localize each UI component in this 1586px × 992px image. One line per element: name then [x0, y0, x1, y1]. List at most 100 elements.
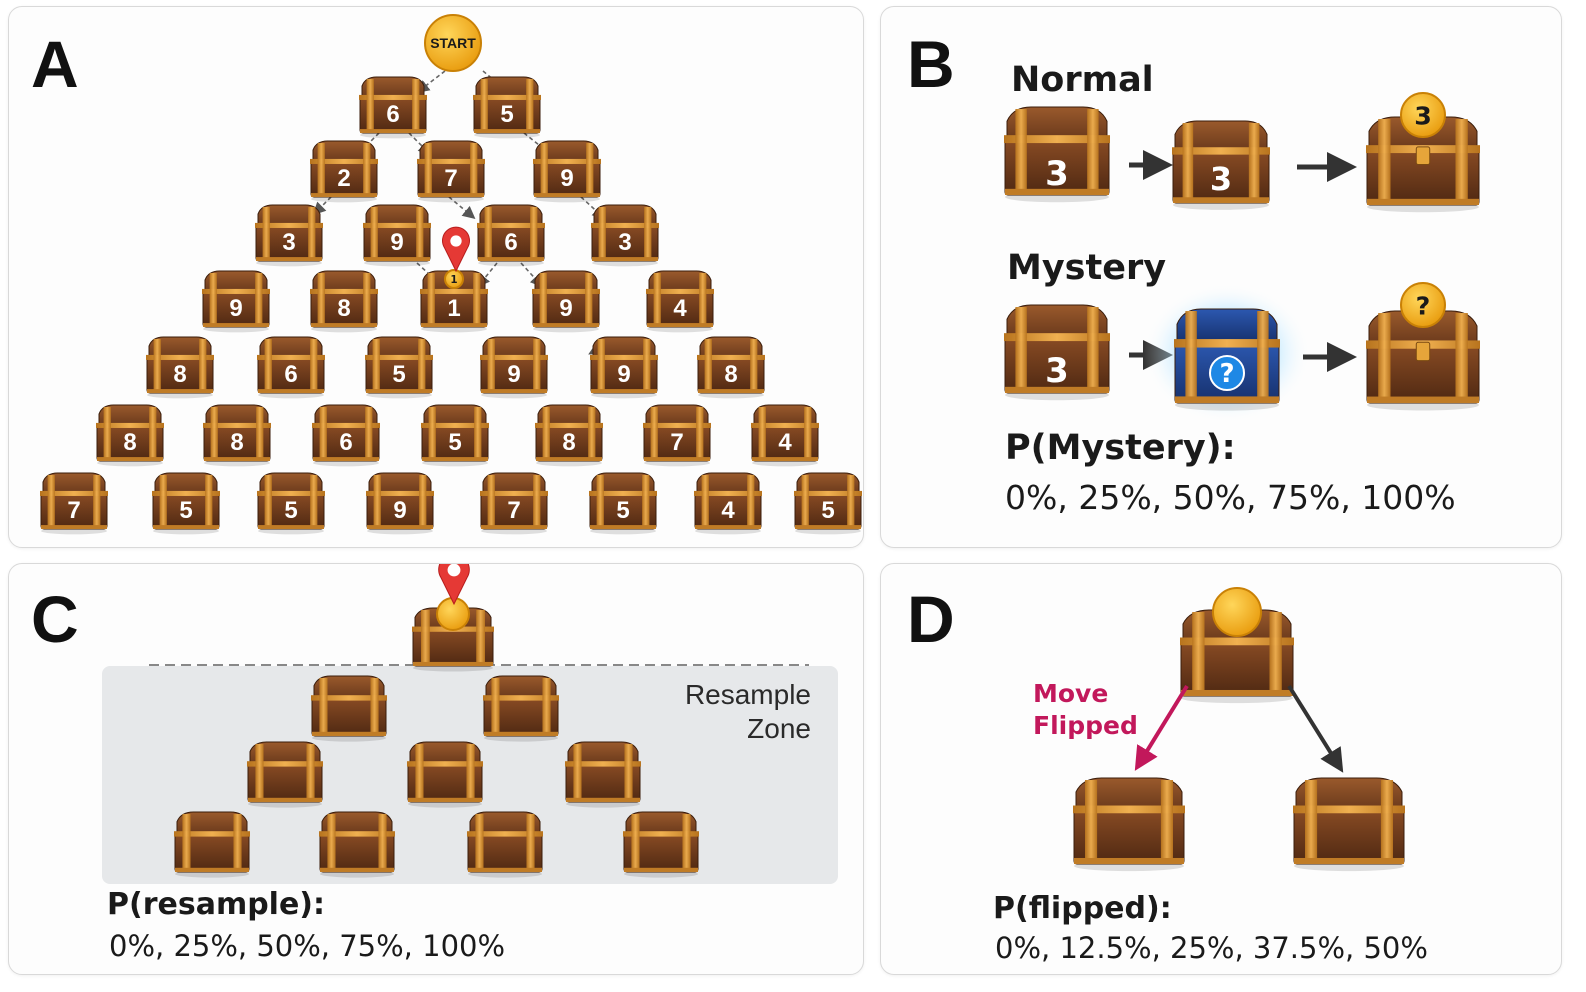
- normal-chest-value: 3: [1210, 160, 1232, 198]
- mystery-start-value: 3: [1045, 351, 1069, 391]
- resample-zone-line2: Zone: [747, 713, 811, 744]
- mystery-heading: Mystery: [1007, 248, 1167, 288]
- panel-label-d: D: [907, 582, 955, 656]
- treasure-chest-icon: [623, 811, 699, 878]
- p-mystery-label: P(Mystery):: [1005, 428, 1236, 468]
- treasure-chest: 3: [591, 204, 659, 267]
- right-child-chest-icon: [1293, 777, 1405, 872]
- chest-value: 9: [559, 295, 572, 322]
- mystery-symbol: ?: [1219, 359, 1234, 389]
- treasure-chest: 5: [365, 336, 433, 399]
- treasure-chest: 2: [310, 140, 378, 203]
- treasure-chest-icon: [565, 741, 641, 808]
- chest-value: 9: [390, 229, 403, 256]
- treasure-chest: 9: [532, 270, 600, 333]
- chest-value: 5: [392, 361, 405, 388]
- p-flipped-values: 0%, 12.5%, 25%, 37.5%, 50%: [995, 931, 1428, 965]
- chest-value: 6: [504, 229, 517, 256]
- treasure-chest: 5: [257, 472, 325, 535]
- current-position-pin-icon: [438, 564, 470, 606]
- chest-value: 8: [562, 429, 575, 456]
- treasure-chest: 6: [477, 204, 545, 267]
- treasure-chest: 5: [794, 472, 862, 535]
- flipped-move-arrow: [1134, 684, 1189, 771]
- treasure-chest: 5: [589, 472, 657, 535]
- chest-value: 5: [616, 497, 629, 524]
- treasure-chest: 4: [646, 270, 714, 333]
- chest-value: 4: [778, 429, 792, 456]
- panel-label-c: C: [31, 582, 79, 656]
- normal-heading: Normal: [1011, 60, 1154, 100]
- chest-transition-diagram: 3 3 3 3??: [1004, 92, 1480, 423]
- chest-value: 8: [337, 295, 350, 322]
- treasure-chest: 4: [694, 472, 762, 535]
- treasure-chest-icon: [319, 811, 395, 878]
- chest-value: 3: [618, 229, 631, 256]
- treasure-chest: 6: [312, 404, 380, 467]
- treasure-chest: 9: [366, 472, 434, 535]
- p-resample-values: 0%, 25%, 50%, 75%, 100%: [109, 929, 506, 963]
- opened-chest-icon: [1366, 310, 1480, 411]
- reward-coin-icon: 3: [1400, 92, 1446, 138]
- chest-value: 9: [560, 165, 573, 192]
- treasure-chest: 8: [146, 336, 214, 399]
- coin-label: 1: [450, 274, 457, 286]
- chest-value: 5: [179, 497, 192, 524]
- chest-value: 1: [447, 295, 460, 322]
- chest-value: 5: [821, 497, 834, 524]
- treasure-chest: 8: [535, 404, 603, 467]
- treasure-chest: 9: [590, 336, 658, 399]
- treasure-chest: 5: [421, 404, 489, 467]
- chest-value: 6: [339, 429, 352, 456]
- chest-value: 7: [507, 497, 520, 524]
- normal-chest-value: 3: [1045, 154, 1069, 194]
- move-flipped-label: Move Flipped: [1033, 678, 1138, 742]
- treasure-chest: 8: [96, 404, 164, 467]
- chest-value: 9: [507, 361, 520, 388]
- chest-value: 7: [670, 429, 683, 456]
- treasure-chest: 8: [697, 336, 765, 399]
- treasure-chest: 9: [363, 204, 431, 267]
- treasure-chest-icon: [247, 741, 323, 808]
- start-label: START: [430, 35, 476, 51]
- normal-chest-icon: 3: [1004, 304, 1110, 401]
- treasure-chest-icon: [174, 811, 250, 878]
- treasure-chest: 9: [480, 336, 548, 399]
- treasure-chest-icon: [483, 675, 559, 742]
- treasure-chest: 4: [751, 404, 819, 467]
- treasure-chest: 7: [40, 472, 108, 535]
- resample-zone-label: Resample Zone: [609, 678, 811, 746]
- chest-value: 9: [229, 295, 242, 322]
- position-coin-icon: 1: [444, 269, 464, 289]
- panel-c: C Resample Zone P(resample): 0%, 25%, 50…: [8, 563, 864, 975]
- chest-value: 4: [673, 295, 687, 322]
- opened-chest-icon: [1366, 116, 1480, 213]
- mystery-coin-icon: ?: [1400, 282, 1446, 328]
- normal-chest-icon: 3: [1172, 120, 1270, 210]
- normal-chest-icon: 3: [1004, 106, 1110, 203]
- chest-value: 9: [393, 497, 406, 524]
- flipped-move-diagram: [1073, 587, 1405, 872]
- treasure-chest: 3: [255, 204, 323, 267]
- treasure-chest: 8: [203, 404, 271, 467]
- mystery-chest-icon: ?: [1174, 308, 1280, 411]
- path-arrow: [523, 132, 552, 155]
- p-resample-label: P(resample):: [107, 887, 326, 922]
- treasure-chest: 6: [359, 76, 427, 139]
- chest-value: 5: [500, 101, 513, 128]
- treasure-chest: 9: [202, 270, 270, 333]
- panel-d: D Move Flipped P(flipped): 0%, 12.5%, 25…: [880, 563, 1562, 975]
- treasure-chest: 5: [473, 76, 541, 139]
- path-arrow: [312, 196, 332, 216]
- chest-value: 9: [617, 361, 630, 388]
- coin-label: 3: [1414, 102, 1432, 131]
- treasure-chest-icon: [407, 741, 483, 808]
- left-child-chest-icon: [1073, 777, 1185, 872]
- panel-label-a: A: [31, 27, 79, 101]
- chest-value: 6: [386, 101, 399, 128]
- position-coin-icon: [1212, 587, 1262, 637]
- p-mystery-values: 0%, 25%, 50%, 75%, 100%: [1005, 478, 1456, 517]
- treasure-chest: 5: [152, 472, 220, 535]
